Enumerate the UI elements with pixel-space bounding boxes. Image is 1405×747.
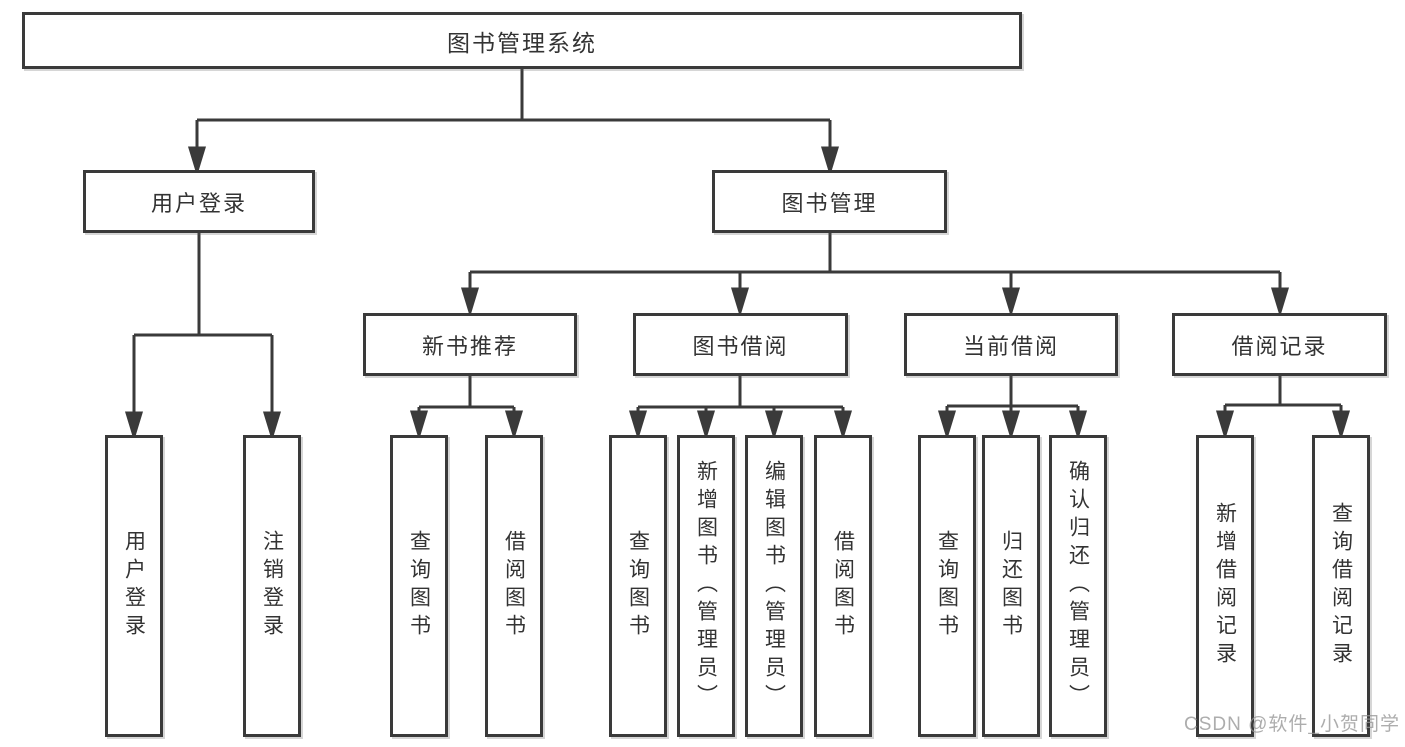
leaf-records-query-record: 查询借阅记录 bbox=[1312, 435, 1370, 737]
leaf-borrowing-query-books: 查询图书 bbox=[609, 435, 667, 737]
leaf-user-login: 用户登录 bbox=[105, 435, 163, 737]
leaf-label: 查询图书 bbox=[407, 530, 431, 642]
node-current-borrowing: 当前借阅 bbox=[904, 313, 1118, 376]
leaf-borrowing-add-books-admin: 新增图书（管理员） bbox=[677, 435, 735, 737]
leaf-newbooks-borrow-books: 借阅图书 bbox=[485, 435, 543, 737]
leaf-newbooks-query-books: 查询图书 bbox=[390, 435, 448, 737]
leaf-label: 查询借阅记录 bbox=[1329, 502, 1353, 670]
leaf-records-add-record: 新增借阅记录 bbox=[1196, 435, 1254, 737]
leaf-label: 借阅图书 bbox=[502, 530, 526, 642]
leaf-current-confirm-return-admin: 确认归还（管理员） bbox=[1049, 435, 1107, 737]
leaf-borrowing-borrow-books: 借阅图书 bbox=[814, 435, 872, 737]
node-book-management: 图书管理 bbox=[712, 170, 947, 233]
connector-book-management-to-level3 bbox=[460, 233, 1290, 318]
node-book-borrowing: 图书借阅 bbox=[633, 313, 848, 376]
node-user-login: 用户登录 bbox=[83, 170, 315, 233]
leaf-borrowing-edit-books-admin: 编辑图书（管理员） bbox=[745, 435, 803, 737]
node-new-book-recommendation: 新书推荐 bbox=[363, 313, 577, 376]
leaf-label: 新增借阅记录 bbox=[1213, 502, 1237, 670]
leaf-label: 查询图书 bbox=[626, 530, 650, 642]
leaf-label: 归还图书 bbox=[999, 530, 1023, 642]
connector-root-to-level2 bbox=[187, 68, 840, 177]
leaf-current-query-books: 查询图书 bbox=[918, 435, 976, 737]
leaf-current-return-books: 归还图书 bbox=[982, 435, 1040, 737]
leaf-label: 注销登录 bbox=[260, 530, 284, 642]
leaf-label: 用户登录 bbox=[122, 530, 146, 642]
connector-borrowing-records-to-leaves bbox=[1215, 376, 1351, 441]
leaf-label: 查询图书 bbox=[935, 530, 959, 642]
leaf-logout: 注销登录 bbox=[243, 435, 301, 737]
connector-new-book-recommendation-to-leaves bbox=[409, 376, 524, 441]
csdn-watermark: CSDN @软件_小贺同学 bbox=[1184, 714, 1400, 735]
node-library-management-system: 图书管理系统 bbox=[22, 12, 1022, 69]
connector-user-login-to-leaves bbox=[124, 233, 282, 442]
node-borrowing-records: 借阅记录 bbox=[1172, 313, 1387, 376]
leaf-label: 借阅图书 bbox=[831, 530, 855, 642]
connector-current-borrowing-to-leaves bbox=[937, 376, 1088, 441]
leaf-label: 新增图书（管理员） bbox=[694, 460, 718, 712]
leaf-label: 编辑图书（管理员） bbox=[762, 460, 786, 712]
connector-book-borrowing-to-leaves bbox=[628, 376, 853, 441]
leaf-label: 确认归还（管理员） bbox=[1066, 460, 1090, 712]
